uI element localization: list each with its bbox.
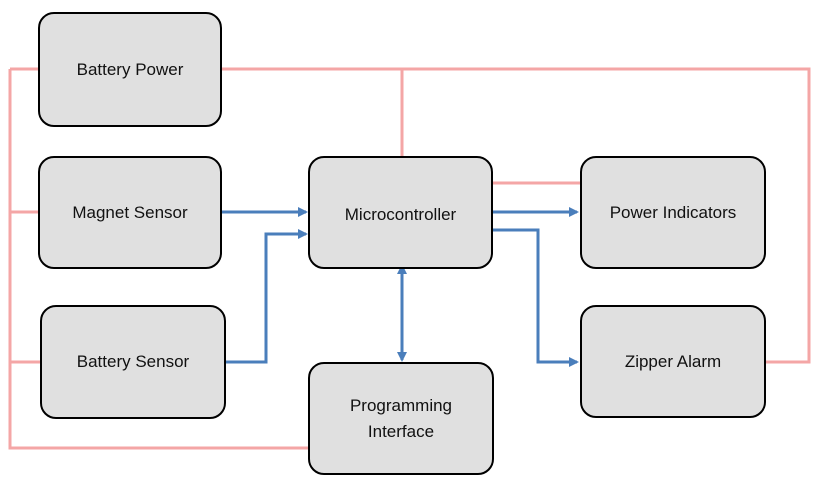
- block-microcontroller: Microcontroller: [308, 156, 493, 269]
- arrow-mcu-to-zipper-alarm: [493, 228, 579, 367]
- signal-arrows: [222, 207, 579, 367]
- power-line-left-rail: [8, 69, 308, 450]
- block-power-indicators: Power Indicators: [580, 156, 766, 269]
- block-programming-interface: Programming Interface: [308, 362, 494, 475]
- block-zipper-alarm: Zipper Alarm: [580, 305, 766, 418]
- arrow-battery-sensor-to-mcu: [226, 229, 308, 364]
- block-label: Programming Interface: [349, 395, 453, 441]
- block-label: Microcontroller: [344, 205, 457, 224]
- block-label: Battery Power: [76, 59, 184, 79]
- block-label: Zipper Alarm: [624, 351, 722, 371]
- power-line-top-bus: [222, 67, 811, 364]
- block-battery-sensor: Battery Sensor: [40, 305, 226, 419]
- power-lines: [8, 67, 811, 450]
- block-label: Battery Sensor: [76, 352, 190, 371]
- block-battery-power: Battery Power: [38, 12, 222, 127]
- block-magnet-sensor: Magnet Sensor: [38, 156, 222, 269]
- block-label: Power Indicators: [609, 202, 737, 222]
- block-label: Magnet Sensor: [72, 202, 188, 222]
